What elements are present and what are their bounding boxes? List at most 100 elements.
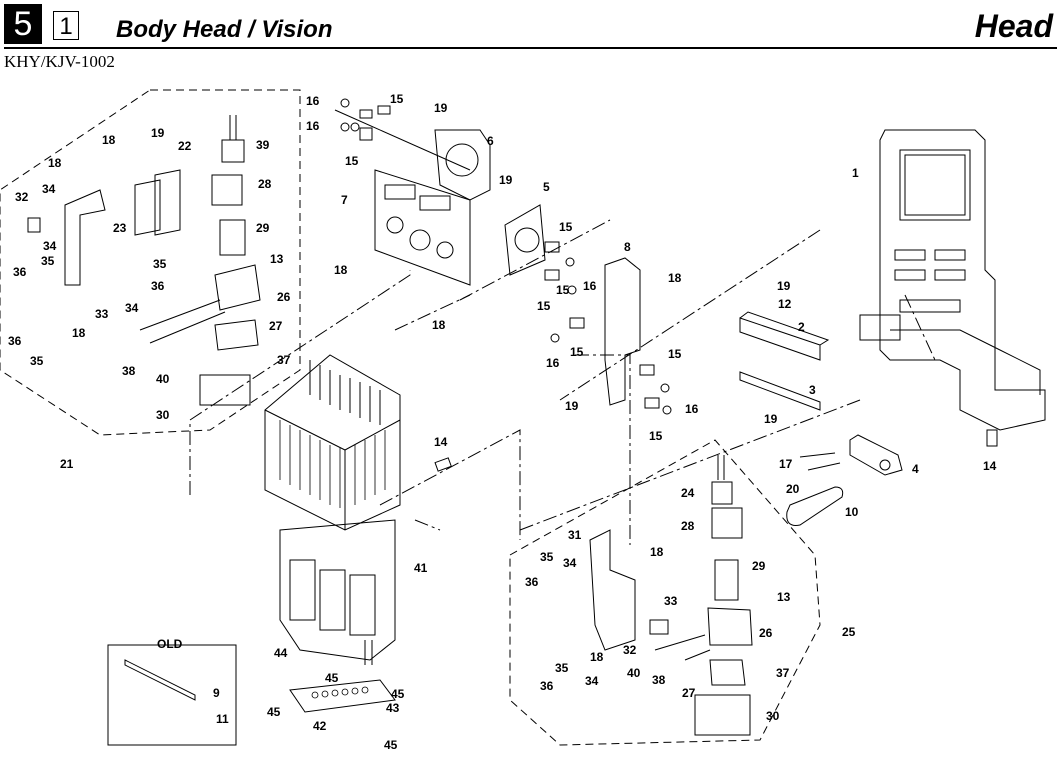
callout-15-f: 15 bbox=[668, 347, 682, 361]
callout-40-b: 40 bbox=[627, 666, 641, 680]
part-14-pin-left bbox=[434, 457, 452, 472]
callout-16-a: 16 bbox=[306, 94, 320, 108]
callout-36-e: 36 bbox=[540, 679, 554, 693]
callout-19-e: 19 bbox=[777, 279, 791, 293]
callout-27-a: 27 bbox=[269, 319, 283, 333]
callout-35-e: 35 bbox=[555, 661, 569, 675]
callout-42: 42 bbox=[313, 719, 327, 733]
part-42-plate bbox=[289, 679, 396, 713]
page-title: Body Head / Vision bbox=[116, 16, 333, 43]
callout-35-b: 35 bbox=[30, 354, 44, 368]
callout-13-a: 13 bbox=[270, 252, 284, 266]
callout-27-b: 27 bbox=[682, 686, 696, 700]
callout-45-c: 45 bbox=[267, 705, 281, 719]
callout-10: 10 bbox=[845, 505, 859, 519]
callout-33-b: 33 bbox=[664, 594, 678, 608]
old-box-label: OLD bbox=[157, 637, 183, 651]
callout-16-b: 16 bbox=[306, 119, 320, 133]
callout-17: 17 bbox=[779, 457, 793, 471]
callout-15-h: 15 bbox=[556, 283, 570, 297]
category-title: Head bbox=[974, 8, 1053, 44]
callout-37-a: 37 bbox=[277, 353, 291, 367]
callout-16-e: 16 bbox=[685, 402, 699, 416]
callout-22: 22 bbox=[178, 139, 192, 153]
part-17-screw bbox=[799, 452, 836, 458]
callout-41: 41 bbox=[414, 561, 428, 575]
callout-40-a: 40 bbox=[156, 372, 170, 386]
callout-19-a: 19 bbox=[151, 126, 165, 140]
callout-37-b: 37 bbox=[776, 666, 790, 680]
callout-36-d: 36 bbox=[525, 575, 539, 589]
callout-26-b: 26 bbox=[759, 626, 773, 640]
part-1-main-frame bbox=[859, 129, 1046, 431]
callout-13-b: 13 bbox=[777, 590, 791, 604]
callout-43: 43 bbox=[386, 701, 400, 715]
callout-18-b: 18 bbox=[102, 133, 116, 147]
callout-30-b: 30 bbox=[766, 709, 780, 723]
callout-34-d: 34 bbox=[563, 556, 577, 570]
callout-4: 4 bbox=[912, 462, 919, 476]
callout-34-a: 34 bbox=[42, 182, 56, 196]
callout-20: 20 bbox=[786, 482, 800, 496]
callout-25: 25 bbox=[842, 625, 856, 639]
part-7-plate bbox=[374, 169, 471, 286]
callout-38-a: 38 bbox=[122, 364, 136, 378]
callout-2: 2 bbox=[798, 320, 805, 334]
callout-28-b: 28 bbox=[681, 519, 695, 533]
callout-7: 7 bbox=[341, 193, 348, 207]
leader-lines bbox=[189, 219, 936, 545]
callout-45-a: 45 bbox=[325, 671, 339, 685]
callout-18-f: 18 bbox=[668, 271, 682, 285]
callout-15-d: 15 bbox=[537, 299, 551, 313]
callout-28-a: 28 bbox=[258, 177, 272, 191]
part-4-bracket bbox=[849, 434, 903, 476]
callout-12: 12 bbox=[778, 297, 792, 311]
callout-18-h: 18 bbox=[590, 650, 604, 664]
callout-29-a: 29 bbox=[256, 221, 270, 235]
callout-44: 44 bbox=[274, 646, 288, 660]
page-header: 5 1 Body Head / Vision Head KHY/KJV-1002 bbox=[0, 0, 1061, 71]
part-14-pin-right bbox=[986, 429, 998, 447]
callout-36-b: 36 bbox=[8, 334, 22, 348]
callout-15-a: 15 bbox=[390, 92, 404, 106]
model-number: KHY/KJV-1002 bbox=[4, 52, 115, 71]
callout-3: 3 bbox=[809, 383, 816, 397]
callout-16-d: 16 bbox=[546, 356, 560, 370]
sub-number: 1 bbox=[53, 11, 79, 40]
callout-34-c: 34 bbox=[125, 301, 139, 315]
callout-8: 8 bbox=[624, 240, 631, 254]
callout-14-a: 14 bbox=[434, 435, 448, 449]
callout-18-c: 18 bbox=[72, 326, 86, 340]
callout-36-c: 36 bbox=[151, 279, 165, 293]
callout-32-a: 32 bbox=[15, 190, 29, 204]
callout-15-g: 15 bbox=[649, 429, 663, 443]
callout-18-e: 18 bbox=[432, 318, 446, 332]
callout-45-b: 45 bbox=[391, 687, 405, 701]
callout-16-c: 16 bbox=[583, 279, 597, 293]
section-number: 5 bbox=[4, 4, 42, 44]
callout-45-d: 45 bbox=[384, 738, 398, 752]
callout-19-c: 19 bbox=[499, 173, 513, 187]
callout-23: 23 bbox=[113, 221, 127, 235]
part-9-bar bbox=[124, 659, 196, 701]
callout-6: 6 bbox=[487, 134, 494, 148]
header-rule bbox=[4, 47, 1057, 49]
callout-21: 21 bbox=[60, 457, 74, 471]
callout-9: 9 bbox=[213, 686, 220, 700]
callout-29-b: 29 bbox=[752, 559, 766, 573]
callout-39: 39 bbox=[256, 138, 270, 152]
callout-19-b: 19 bbox=[434, 101, 448, 115]
callout-labels: 1 2 3 4 5 6 7 8 9 10 11 12 13 13 14 14 1… bbox=[8, 92, 997, 752]
small-clips bbox=[340, 98, 672, 415]
callout-26-a: 26 bbox=[277, 290, 291, 304]
callout-15-b: 15 bbox=[345, 154, 359, 168]
callout-15-e: 15 bbox=[570, 345, 584, 359]
callout-30-a: 30 bbox=[156, 408, 170, 422]
callout-35-c: 35 bbox=[153, 257, 167, 271]
callout-18-a: 18 bbox=[48, 156, 62, 170]
callout-38-b: 38 bbox=[652, 673, 666, 687]
callout-19-f: 19 bbox=[764, 412, 778, 426]
callout-5: 5 bbox=[543, 180, 550, 194]
group-21-outline bbox=[0, 89, 301, 436]
group-25-outline bbox=[509, 439, 821, 746]
